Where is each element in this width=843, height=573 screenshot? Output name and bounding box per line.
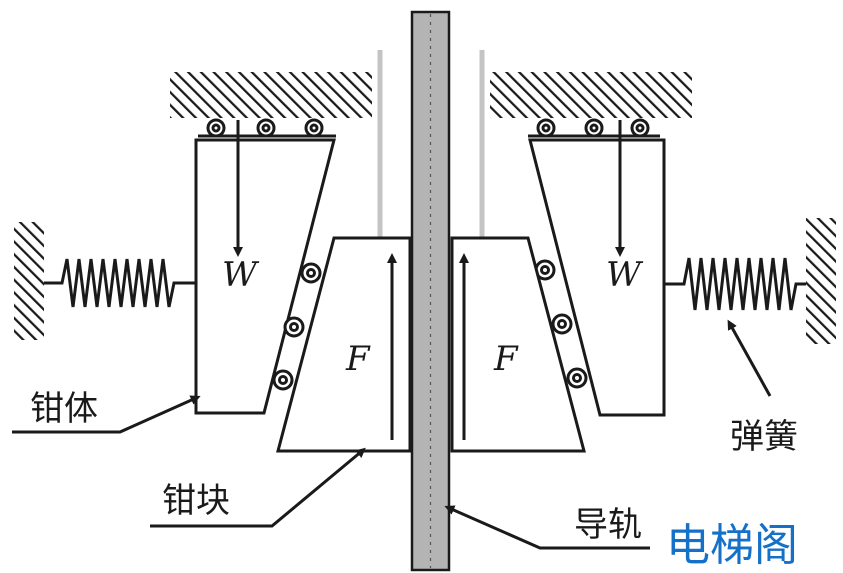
wall-anchor-left bbox=[14, 222, 44, 340]
spring-right bbox=[664, 257, 806, 311]
top-rollers-right bbox=[528, 118, 660, 138]
leader-lines bbox=[12, 319, 772, 550]
label-guide-rail: 导轨 bbox=[574, 505, 642, 545]
watermark: 电梯阁 bbox=[666, 520, 798, 571]
label-caliper-body: 钳体 bbox=[30, 389, 98, 429]
top-support-left bbox=[170, 72, 372, 118]
top-rollers-left bbox=[198, 118, 336, 138]
label-wedge-block: 钳块 bbox=[162, 481, 230, 521]
label-spring: 弹簧 bbox=[730, 417, 798, 457]
label-weight-left: W bbox=[222, 255, 260, 295]
wedge-rollers-left bbox=[272, 262, 322, 391]
wall-anchor-right bbox=[806, 218, 836, 344]
wedge-rollers-right bbox=[534, 259, 588, 389]
wedge-block-left bbox=[276, 236, 412, 453]
leader-guide-rail bbox=[444, 505, 650, 550]
leader-caliper-body bbox=[12, 395, 201, 434]
caliper-body-left bbox=[194, 138, 336, 415]
label-force-right: F bbox=[493, 339, 519, 379]
wedge-block-right bbox=[450, 236, 586, 453]
label-weight-right: W bbox=[606, 255, 644, 295]
top-support-right bbox=[490, 72, 692, 118]
leader-wedge-block bbox=[150, 447, 366, 528]
leader-spring bbox=[727, 319, 772, 397]
label-force-left: F bbox=[345, 339, 371, 379]
spring-left bbox=[44, 258, 196, 308]
